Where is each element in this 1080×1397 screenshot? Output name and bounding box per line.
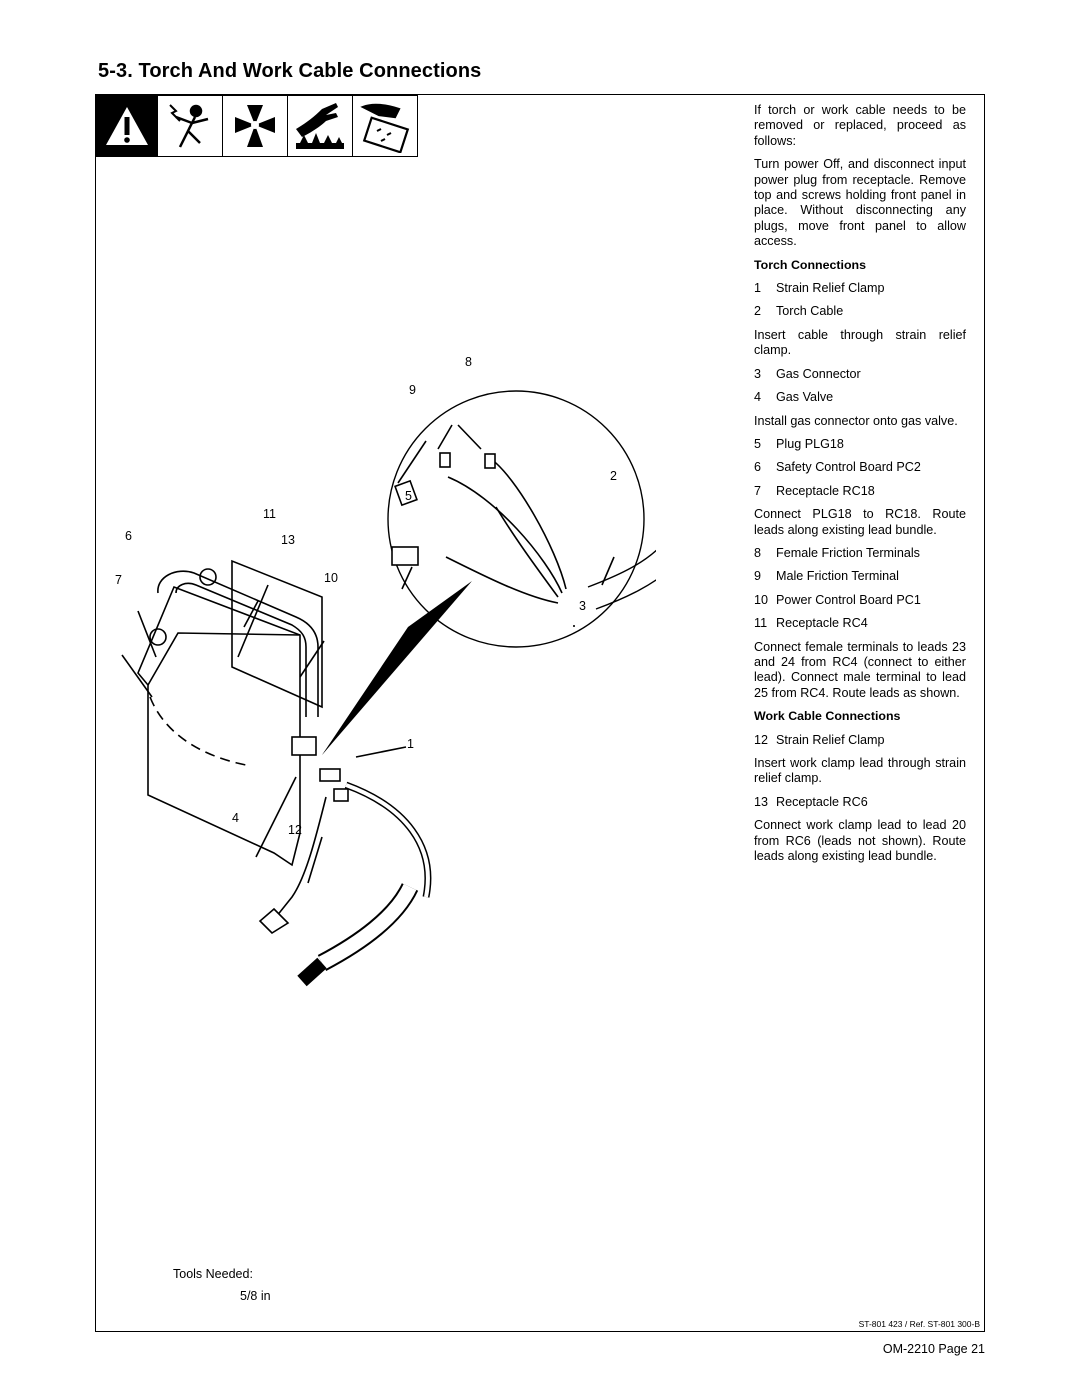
callout-7: 7 bbox=[115, 573, 122, 587]
item-text: Receptacle RC6 bbox=[776, 794, 868, 809]
item-number: 3 bbox=[754, 366, 762, 381]
list-item: 4 Gas Valve bbox=[754, 390, 966, 405]
torch-paragraph-b: Install gas connector onto gas valve. bbox=[754, 413, 958, 428]
hot-parts-icon bbox=[288, 95, 353, 157]
item-number: 10 bbox=[754, 592, 769, 607]
list-item: 5 Plug PLG18 bbox=[754, 437, 966, 452]
warning-icon-strip bbox=[96, 95, 418, 157]
item-number: 5 bbox=[754, 436, 762, 451]
work-paragraph-b: Connect work clamp lead to lead 20 from … bbox=[754, 818, 966, 864]
item-text: Torch Cable bbox=[776, 304, 844, 319]
electric-shock-icon bbox=[158, 95, 223, 157]
item-text: Power Control Board PC1 bbox=[776, 592, 921, 607]
power-off-paragraph: Turn power Off, and disconnect input pow… bbox=[754, 157, 966, 249]
list-item: 2 Torch Cable bbox=[754, 304, 966, 319]
callout-13: 13 bbox=[281, 533, 295, 547]
item-number: 11 bbox=[754, 616, 768, 631]
list-item: 11 Receptacle RC4 bbox=[754, 616, 966, 631]
moving-parts-icon bbox=[223, 95, 288, 157]
tools-needed-label: Tools Needed: bbox=[173, 1267, 253, 1281]
list-item: 9 Male Friction Terminal bbox=[754, 569, 966, 584]
list-item: 8 Female Friction Terminals bbox=[754, 546, 966, 561]
work-items-a: 12 Strain Relief Clamp bbox=[754, 733, 966, 748]
item-text: Strain Relief Clamp bbox=[776, 281, 885, 296]
item-text: Safety Control Board PC2 bbox=[776, 460, 921, 475]
wrench-size-label: 5/8 in bbox=[240, 1289, 271, 1303]
list-item: 12 Strain Relief Clamp bbox=[754, 733, 966, 748]
list-item: 13 Receptacle RC6 bbox=[754, 795, 966, 810]
torch-paragraph-d: Connect female terminals to leads 23 and… bbox=[754, 639, 966, 700]
callout-4: 4 bbox=[232, 811, 239, 825]
list-item: 1 Strain Relief Clamp bbox=[754, 281, 966, 296]
callout-12: 12 bbox=[288, 823, 302, 837]
torch-paragraph-c: Connect PLG18 to RC18. Route leads along… bbox=[754, 507, 966, 537]
callout-2: 2 bbox=[610, 469, 617, 483]
item-text: Receptacle RC18 bbox=[776, 483, 875, 498]
work-items-b: 13 Receptacle RC6 bbox=[754, 795, 966, 810]
item-text: Strain Relief Clamp bbox=[776, 732, 885, 747]
reference-code: ST-801 423 / Ref. ST-801 300-B bbox=[858, 1319, 980, 1329]
callout-8: 8 bbox=[465, 355, 472, 369]
item-text: Plug PLG18 bbox=[776, 436, 844, 451]
callout-9: 9 bbox=[409, 383, 416, 397]
warning-triangle-icon bbox=[96, 95, 158, 157]
item-text: Gas Connector bbox=[776, 366, 861, 381]
list-item: 10 Power Control Board PC1 bbox=[754, 593, 966, 608]
callout-3: 3 bbox=[579, 599, 586, 613]
item-number: 7 bbox=[754, 483, 762, 498]
callout-11: 11 bbox=[263, 507, 276, 521]
list-item: 6 Safety Control Board PC2 bbox=[754, 460, 966, 475]
instructions-column: If torch or work cable needs to be remov… bbox=[754, 103, 966, 872]
work-paragraph-a: Insert work clamp lead through strain re… bbox=[754, 756, 966, 786]
item-number: 13 bbox=[754, 794, 769, 809]
page-footer: OM-2210 Page 21 bbox=[882, 1342, 985, 1356]
item-number: 8 bbox=[754, 545, 762, 560]
item-number: 4 bbox=[754, 390, 762, 405]
item-number: 12 bbox=[754, 732, 769, 747]
item-number: 9 bbox=[754, 569, 762, 584]
item-number: 1 bbox=[754, 281, 762, 296]
item-number: 2 bbox=[754, 304, 762, 319]
torch-items-d: 8 Female Friction Terminals 9 Male Friction… bbox=[754, 546, 966, 632]
torch-items-b: 3 Gas Connector 4 Gas Valve bbox=[754, 367, 966, 406]
static-electricity-board-icon bbox=[353, 95, 418, 157]
item-number: 6 bbox=[754, 460, 762, 475]
torch-connections-heading: Torch Connections bbox=[754, 257, 866, 272]
callout-6: 6 bbox=[125, 529, 132, 543]
item-text: Receptacle RC4 bbox=[776, 616, 868, 631]
list-item: 7 Receptacle RC18 bbox=[754, 484, 966, 499]
item-text: Gas Valve bbox=[776, 390, 834, 405]
torch-cable-diagram bbox=[121, 390, 656, 987]
callout-5: 5 bbox=[405, 489, 412, 503]
content-frame: 8 9 2 5 11 6 13 10 7 3 1 4 12 Tools Need… bbox=[95, 94, 985, 1332]
section-title: 5-3. Torch And Work Cable Connections bbox=[98, 60, 482, 82]
torch-paragraph-a: Insert cable through strain relief clamp… bbox=[754, 327, 966, 358]
torch-items-a: 1 Strain Relief Clamp 2 Torch Cable bbox=[754, 281, 966, 320]
torch-items-c: 5 Plug PLG18 6 Safety Control Board PC2 7 Rec… bbox=[754, 437, 966, 499]
item-text: Female Friction Terminals bbox=[776, 545, 920, 560]
intro-paragraph: If torch or work cable needs to be remov… bbox=[754, 103, 966, 148]
list-item: 3 Gas Connector bbox=[754, 367, 966, 382]
item-text: Male Friction Terminal bbox=[776, 569, 899, 584]
callout-1: 1 bbox=[407, 737, 414, 751]
callout-10: 10 bbox=[324, 571, 338, 585]
work-cable-heading: Work Cable Connections bbox=[754, 709, 901, 724]
